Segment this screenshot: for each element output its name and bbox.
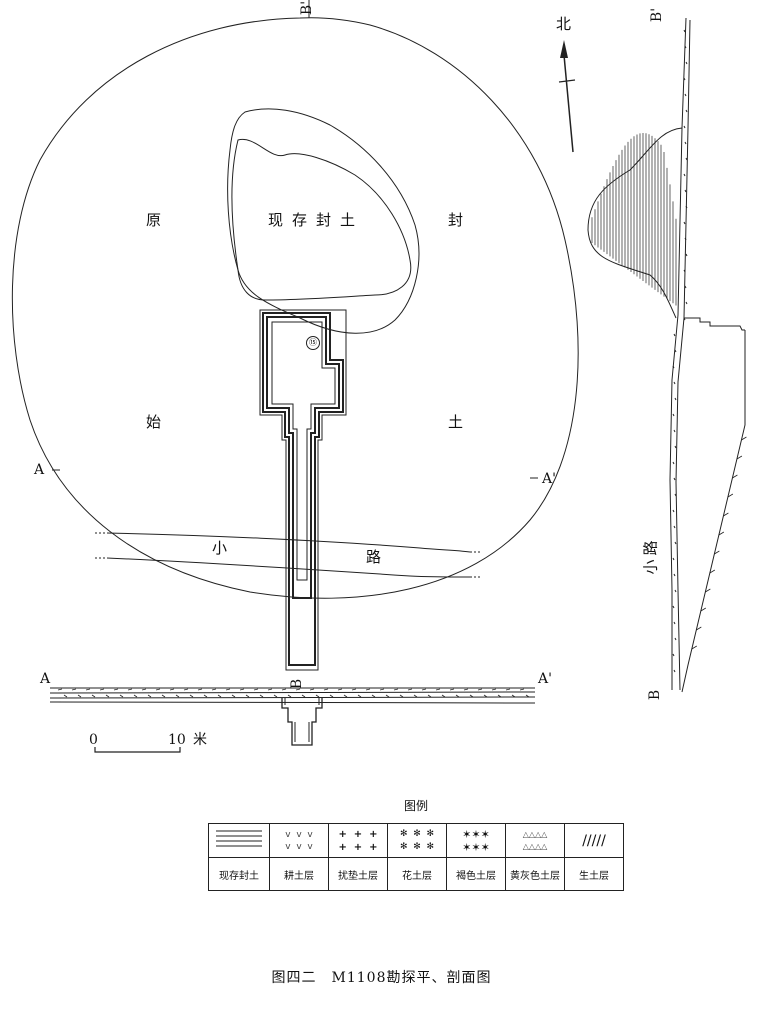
figure-caption: 图四二 M1108勘探平、剖面图 — [271, 970, 492, 986]
section-aa-texture — [57, 688, 530, 698]
legend-symbol-triangle: △△△△△△△△ — [505, 823, 565, 858]
existing-mound-inner — [231, 138, 412, 301]
existing-mound-outline — [227, 108, 420, 334]
north-arrow — [563, 54, 574, 153]
tomb-outline-4 — [271, 321, 336, 581]
label-profile-bottom: B — [647, 689, 664, 701]
tomb-outline-outer — [259, 309, 347, 671]
original-mound-outline — [11, 17, 579, 599]
label-aa-left: A — [40, 671, 51, 687]
profile-bb-step — [684, 317, 745, 331]
tomb-stamp: ⑮ — [306, 336, 320, 350]
label-aa-right: A' — [538, 671, 552, 687]
label-section-b-top: B' — [299, 0, 316, 16]
section-aa-ground — [49, 687, 536, 704]
label-profile-road: 小路 — [641, 536, 660, 575]
scale-unit: 米 — [193, 732, 207, 748]
section-aa-pit — [281, 698, 323, 746]
label-tu: 土 — [448, 413, 464, 431]
tomb-outline-3 — [266, 316, 340, 599]
profile-texture — [672, 29, 688, 673]
label-road-xiao: 小 — [212, 539, 228, 557]
profile-mound-hatching — [591, 133, 677, 306]
legend-name-2: 扰垫土层 — [328, 857, 388, 891]
profile-bb-slope — [681, 330, 746, 693]
label-feng: 封 — [448, 211, 464, 229]
legend-name-4: 褐色土层 — [446, 857, 506, 891]
label-north: 北 — [556, 15, 572, 33]
label-section-a-left: A — [34, 462, 45, 478]
label-existing-mound: 现存封土 — [268, 211, 365, 229]
tomb-outline-2 — [262, 312, 344, 666]
scale-ten: 10 — [168, 732, 186, 748]
legend-title: 图例 — [403, 799, 428, 813]
label-shi: 始 — [146, 413, 162, 431]
scale-zero: 0 — [89, 732, 98, 748]
north-arrowhead — [560, 40, 568, 58]
road-line-lower — [106, 557, 471, 578]
label-section-b-bottom: B — [289, 678, 306, 690]
legend-name-0: 现存封土 — [208, 857, 270, 891]
label-road-lu: 路 — [366, 548, 382, 566]
profile-slope-ticks — [691, 436, 747, 650]
legend-name-5: 黄灰色土层 — [505, 857, 565, 891]
label-yuan: 原 — [146, 211, 162, 229]
legend-name-6: 生土层 — [564, 857, 624, 891]
legend-name-3: 花土层 — [387, 857, 447, 891]
scale-bar — [94, 747, 181, 753]
legend-symbol-lines — [208, 823, 270, 858]
legend-symbol-xstar: ✶✶✶✶✶✶ — [446, 823, 506, 858]
legend-symbol-slash: ///// — [564, 823, 624, 858]
legend-symbol-flower: ✻ ✻ ✻✻ ✻ ✻ — [387, 823, 447, 858]
legend-symbol-cross: + + ++ + + — [328, 823, 388, 858]
road-line-upper — [106, 532, 471, 553]
label-profile-top: B' — [649, 7, 666, 23]
label-section-a-right: A' — [542, 471, 556, 487]
profile-bb-main — [669, 17, 691, 691]
profile-bb-mound — [587, 127, 683, 319]
legend-name-1: 耕土层 — [269, 857, 329, 891]
